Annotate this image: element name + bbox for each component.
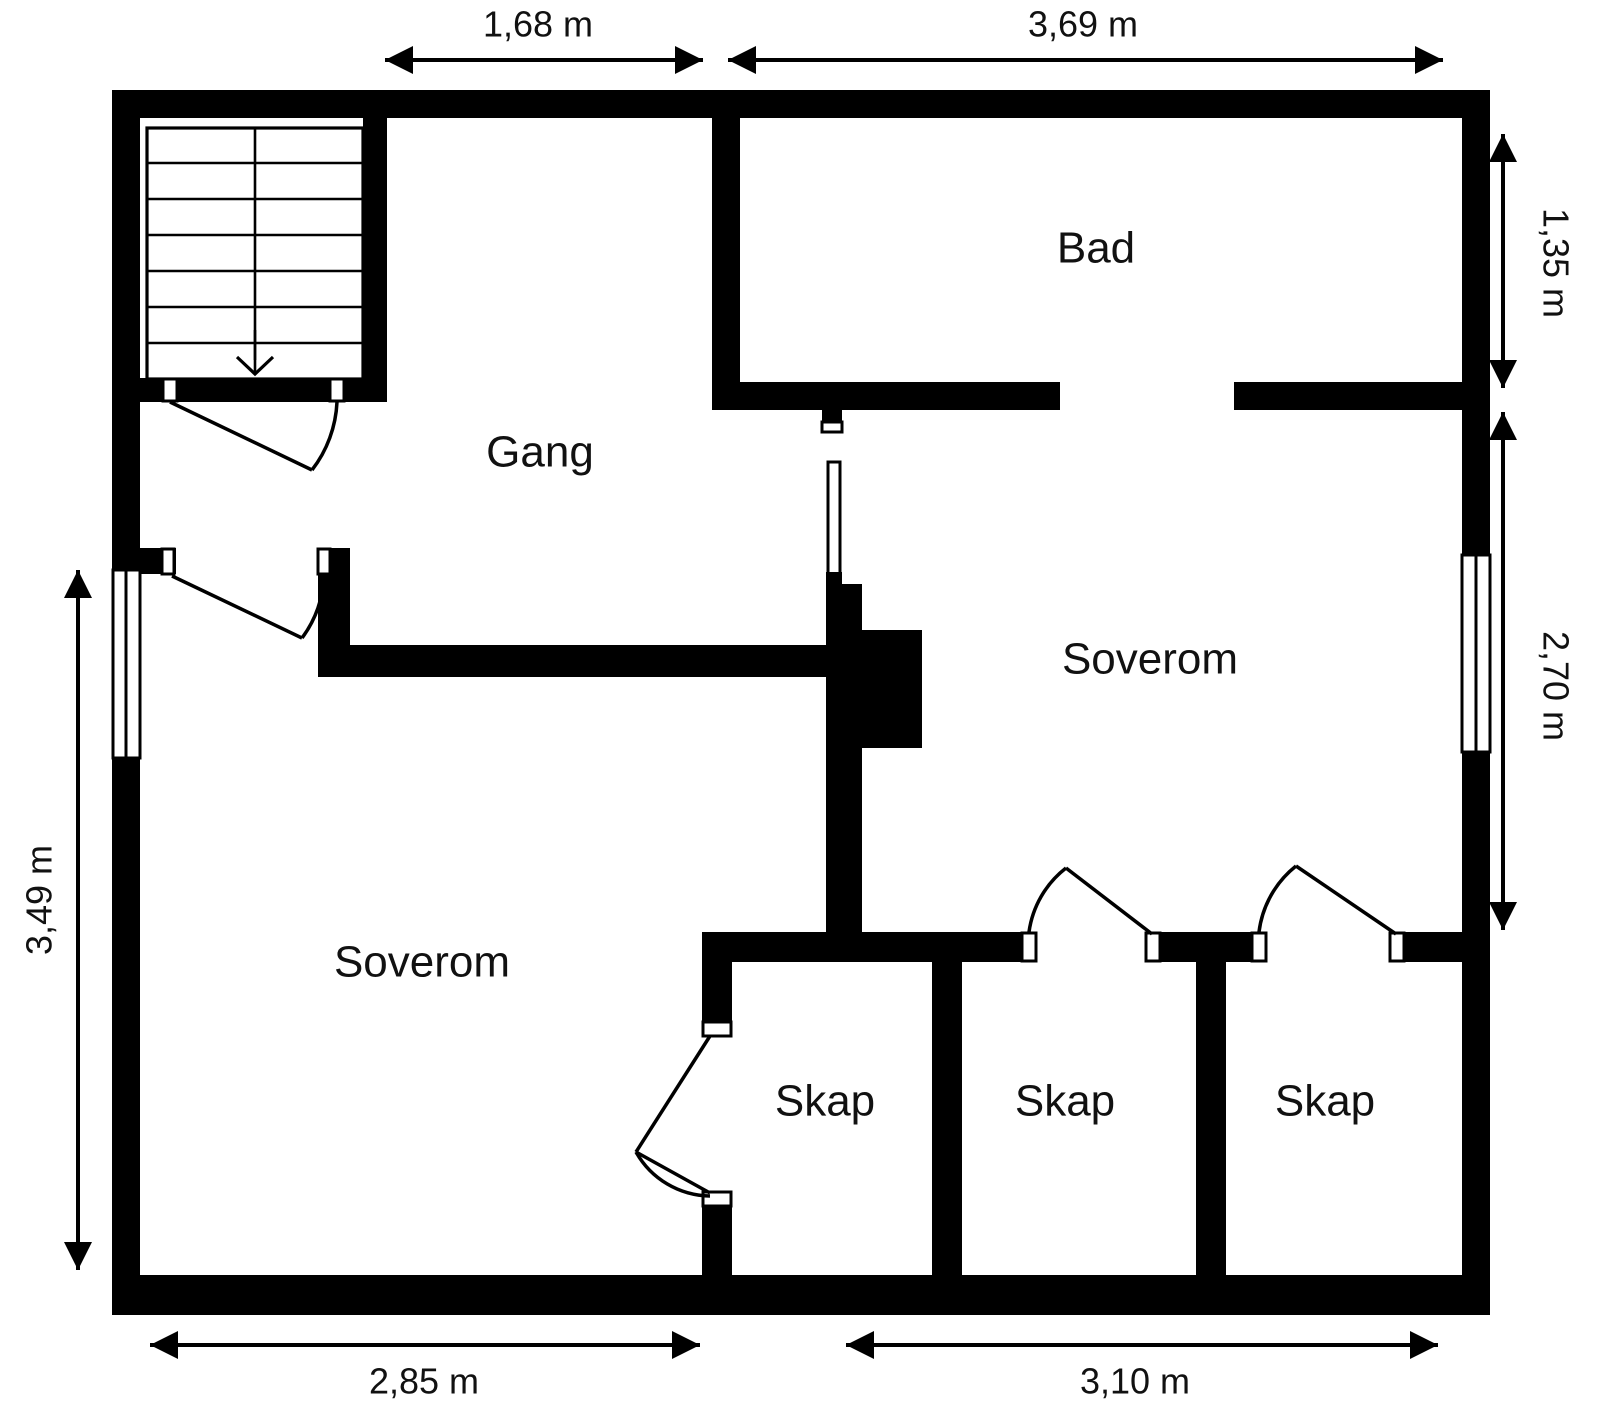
window-left <box>111 568 142 760</box>
room-label-bad: Bad <box>1057 224 1135 273</box>
dimension-bottom-right <box>846 1331 1438 1359</box>
room-label-skap-3: Skap <box>1275 1077 1375 1126</box>
door-skap-3 <box>1250 864 1406 963</box>
interior-walls <box>140 548 838 677</box>
dimension-top-right <box>728 46 1443 74</box>
chimney-block <box>838 630 922 748</box>
door-skap-2 <box>1020 866 1162 963</box>
door-stair-landing <box>161 377 346 472</box>
dimension-label-right-bottom: 2,70 m <box>1535 631 1576 741</box>
room-label-skap-2: Skap <box>1015 1077 1115 1126</box>
window-right <box>1460 553 1492 754</box>
dimension-label-top-right: 3,69 m <box>1028 4 1138 45</box>
room-label-soverom-left: Soverom <box>334 938 510 987</box>
dimension-label-left: 3,49 m <box>19 845 60 955</box>
dimension-bottom-left <box>150 1331 700 1359</box>
dimension-left <box>64 570 92 1270</box>
room-label-skap-1: Skap <box>775 1077 875 1126</box>
bad-walls <box>712 118 1490 434</box>
room-label-soverom-right: Soverom <box>1062 635 1238 684</box>
dimension-label-bottom-left: 2,85 m <box>369 1361 479 1402</box>
door-gang-to-soverom-left <box>160 547 332 640</box>
room-label-gang: Gang <box>486 428 594 477</box>
dimension-top-left <box>385 46 703 74</box>
skap-walls <box>702 932 1490 1315</box>
dimension-label-bottom-right: 3,10 m <box>1080 1361 1190 1402</box>
dimension-right-top <box>1489 134 1517 388</box>
door-skap-1 <box>634 1020 733 1208</box>
dimension-right-bottom <box>1489 412 1517 930</box>
staircase <box>140 118 387 402</box>
exterior-walls <box>112 90 1490 1315</box>
dimension-label-top-left: 1,68 m <box>483 4 593 45</box>
dimension-label-right-top: 1,35 m <box>1535 208 1576 318</box>
